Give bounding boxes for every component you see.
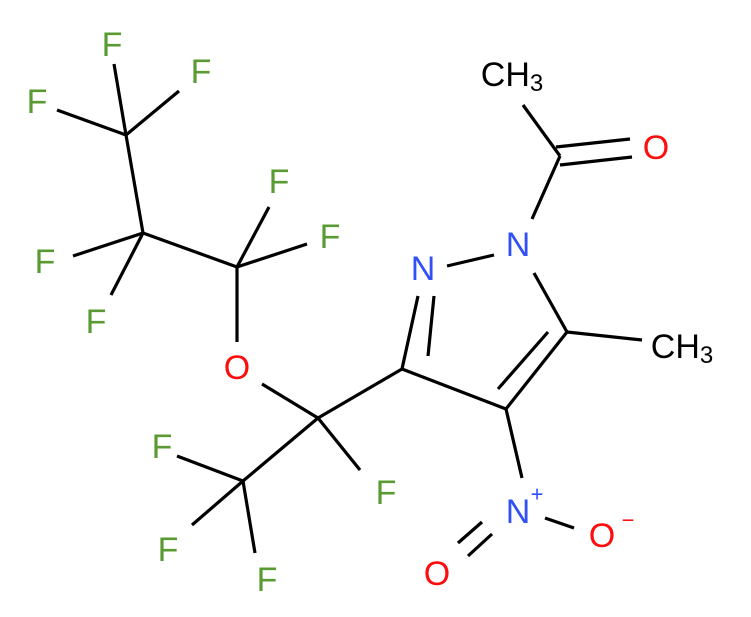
bond-c-f11 (241, 480, 257, 554)
bond-c-f9 (176, 454, 244, 483)
bond-c-f1 (112, 63, 128, 136)
fluorine-atom-label: F (158, 531, 179, 569)
fluorine-atom-label: F (35, 243, 56, 281)
fluorine-atom-label: F (320, 218, 341, 256)
bond-c-f8 (316, 416, 362, 472)
bond-c-c (142, 231, 238, 269)
bond-c-o-double-a (555, 137, 631, 149)
bond-c5-c4 (504, 331, 569, 410)
bond-c-f2 (56, 108, 127, 137)
ring-nitrogen-n1-label: N (506, 226, 531, 264)
nitro-oxygen-double-label: O (424, 555, 450, 593)
bond-n2-n1 (446, 253, 495, 268)
bond-n1-c (530, 155, 562, 220)
bond-c-o-double-b (559, 155, 633, 167)
negative-charge-icon: − (622, 508, 635, 533)
bond-c-f4 (72, 231, 144, 258)
bond-c5-ch3 (566, 330, 643, 342)
positive-charge-icon: + (531, 482, 544, 507)
bond-c5-c4-double (496, 330, 550, 391)
fluorine-atom-label: F (102, 26, 123, 64)
bond-c-f5 (109, 232, 145, 296)
fluorine-atom-label: F (152, 428, 173, 466)
bond-c-cf3 (241, 416, 320, 483)
bond-n-o-double-b (466, 532, 494, 558)
carbonyl-oxygen-label: O (643, 129, 669, 167)
fluorine-atom-label: F (27, 83, 48, 121)
bond-c-f10 (190, 479, 245, 527)
bond-c4-n (504, 408, 524, 479)
bond-c3-n2 (400, 295, 420, 370)
fluorine-atom-label: F (86, 303, 107, 341)
bond-c4-c3 (401, 367, 507, 411)
ring-methyl-label: CH3 (651, 328, 713, 369)
fluorine-atom-label: F (191, 53, 212, 91)
bond-c3-n2-double (426, 295, 436, 357)
bond-n-o-minus (544, 516, 575, 530)
acetyl-methyl-label: CH3 (481, 56, 543, 97)
ether-oxygen-label: O (224, 349, 250, 387)
fluorine-atom-label: F (269, 163, 290, 201)
bond-c-ch3 (521, 104, 562, 157)
fluorine-atom-label: F (257, 561, 278, 599)
bond-c-f3 (124, 89, 181, 137)
bond-n-o-double-a (456, 520, 484, 545)
bond-o-c (261, 382, 319, 420)
bonds (56, 63, 643, 558)
bond-c-f6 (235, 206, 271, 268)
nitro-nitrogen-label: N (506, 493, 531, 531)
atom-labels: F F F F F F F O F F F F N N CH3 O CH3 N … (27, 26, 714, 599)
fluorine-atom-label: F (376, 474, 397, 512)
bond-c-ring (317, 367, 403, 420)
nitro-oxygen-minus-label: O (589, 517, 615, 555)
bond-n1-c5 (532, 272, 569, 333)
bond-c-c (124, 134, 145, 234)
ring-nitrogen-n2-label: N (411, 250, 436, 288)
bond-c-f7 (236, 242, 308, 269)
